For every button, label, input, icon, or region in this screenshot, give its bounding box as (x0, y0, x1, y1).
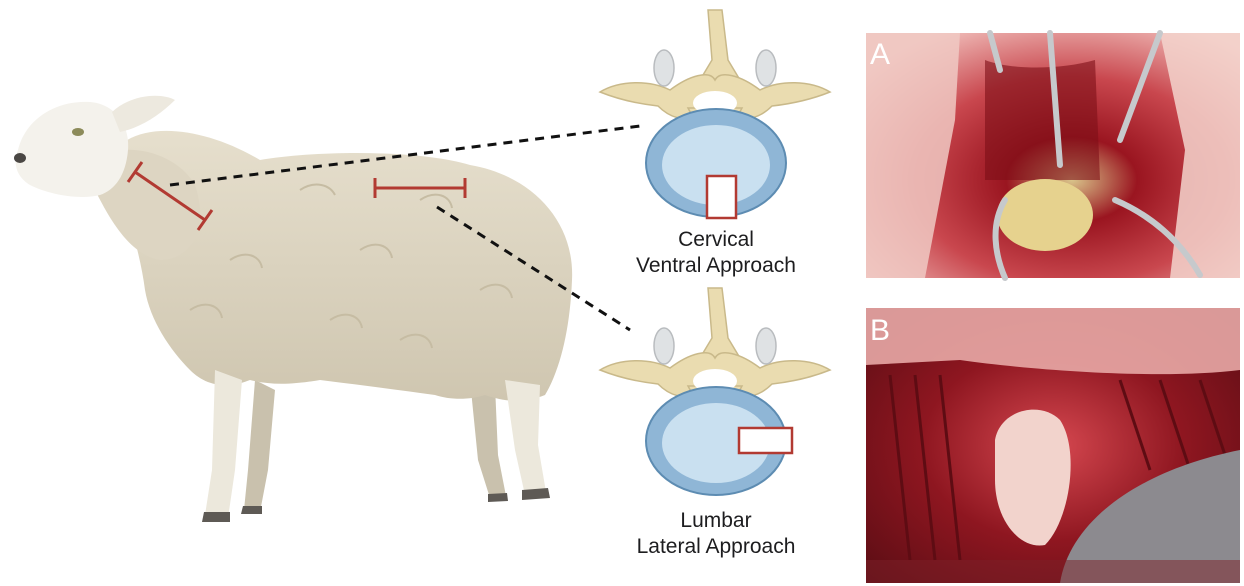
cervical-vertebra-diagram (600, 10, 830, 218)
tissue-fold (985, 60, 1100, 180)
surgical-photo-a: A (866, 33, 1240, 278)
sheep-ear (112, 96, 175, 132)
spinous-process (700, 288, 740, 358)
exposed-disc (997, 179, 1093, 251)
sheep-eye (72, 128, 84, 136)
hoof-front (202, 512, 230, 522)
ventral-window (707, 176, 736, 218)
surgical-photo-b: B (866, 308, 1240, 583)
hoof-far-front (241, 506, 262, 514)
sheep-illustration (14, 96, 572, 522)
spinous-process (700, 10, 740, 80)
sheep-head (16, 102, 129, 197)
lumbar-label-line2: Lateral Approach (637, 535, 796, 558)
cervical-label-line2: Ventral Approach (636, 254, 796, 277)
articular-process-left (654, 328, 674, 364)
sheep-leg-back (505, 380, 546, 495)
cervical-label-line1: Cervical (678, 228, 754, 251)
articular-process-right (756, 50, 776, 86)
articular-process-left (654, 50, 674, 86)
panel-label-a: A (870, 38, 890, 71)
sheep-leg-far-front (244, 380, 275, 512)
articular-process-right (756, 328, 776, 364)
lumbar-label-line1: Lumbar (680, 509, 751, 532)
sheep-leg-front (205, 370, 242, 518)
sheep-body (120, 131, 572, 401)
lumbar-vertebra-diagram (600, 288, 830, 495)
lateral-window (739, 428, 792, 453)
sheep-nose (14, 153, 26, 163)
hoof-back (522, 488, 550, 500)
hoof-far-back (488, 493, 508, 502)
panel-label-b: B (870, 314, 890, 347)
